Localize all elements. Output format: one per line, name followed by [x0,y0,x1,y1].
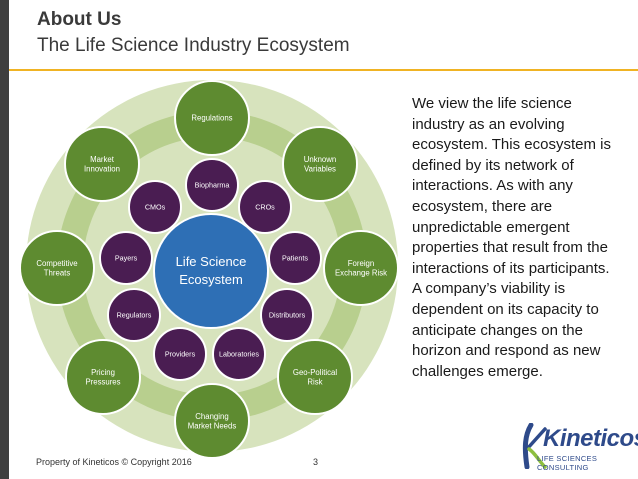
inner-node-patients: Patients [268,231,322,285]
inner-node-biopharma-circle [185,158,239,212]
outer-nodes: RegulationsUnknownVariablesForeignExchan… [19,80,399,459]
kineticos-logo: Kineticos LIFE SCIENCES CONSULTING [515,423,638,472]
outer-node-unknown-variables-label: Unknown [304,155,337,164]
outer-node-changing-market-needs-circle [174,383,250,459]
outer-node-regulations-label: Regulations [191,114,232,123]
page-subtitle: The Life Science Industry Ecosystem [37,35,350,56]
outer-node-pricing-pressures-circle [65,339,141,415]
outer-node-market-innovation-label: Innovation [84,165,120,174]
inner-node-payers-circle [99,231,153,285]
outer-node-competitive-threats-label: Competitive [36,259,77,268]
logo-tagline: LIFE SCIENCES CONSULTING [537,454,598,472]
center-node-label: Life Science [176,254,247,269]
outer-node-pricing-pressures-label: Pressures [85,378,120,387]
page-number: 3 [313,457,319,467]
inner-node-regulators-circle [107,288,161,342]
inner-node-providers-circle [153,327,207,381]
logo-mark-icon [522,423,547,469]
inner-node-cros-circle [238,180,292,234]
inner-node-cmos: CMOs [128,180,182,234]
outer-node-changing-market-needs-label: Changing [195,412,228,421]
inner-node-regulators-label: Regulators [117,311,152,320]
outer-node-competitive-threats-label: Threats [44,269,71,278]
inner-node-payers: Payers [99,231,153,285]
outer-node-unknown-variables-circle [282,126,358,202]
description-text: We view the life science industry as an … [412,95,611,380]
outer-node-foreign-exchange-risk-circle [323,230,399,306]
outer-node-foreign-exchange-risk-label: Foreign [348,259,374,268]
inner-node-distributors-label: Distributors [269,311,306,320]
inner-node-distributors-circle [260,288,314,342]
logo-wordmark: Kineticos [543,425,638,452]
title-divider [9,69,638,71]
center-node-circle [153,213,269,329]
page-title: About Us [37,9,122,30]
outer-node-competitive-threats-circle [19,230,95,306]
outer-node-geo-political-risk-label: Geo-Political [293,368,337,377]
inner-node-cros: CROs [238,180,292,234]
outer-node-market-innovation-circle [64,126,140,202]
inner-node-regulators: Regulators [107,288,161,342]
center-node-label: Ecosystem [179,272,243,287]
inner-node-distributors: Distributors [260,288,314,342]
outer-node-unknown-variables-label: Variables [304,165,336,174]
outer-node-geo-political-risk-label: Risk [307,378,322,387]
inner-node-providers: Providers [153,327,207,381]
inner-node-cmos-label: CMOs [145,203,166,212]
inner-node-patients-label: Patients [282,254,308,263]
inner-node-biopharma-label: Biopharma [195,181,230,190]
outer-node-changing-market-needs-label: Market Needs [188,422,237,431]
outer-node-regulations: Regulations [174,80,250,156]
inner-node-patients-circle [268,231,322,285]
inner-node-providers-label: Providers [165,350,196,359]
footer-copyright: Property of Kineticos © Copyright 2016 [36,457,192,467]
inner-nodes: BiopharmaCROsPatientsDistributorsLaborat… [99,158,322,381]
inner-node-payers-label: Payers [115,254,138,263]
outer-node-foreign-exchange-risk-label: Exchange Risk [335,269,387,278]
left-accent-bar [0,0,9,479]
inner-node-cros-label: CROs [255,203,275,212]
outer-node-pricing-pressures-label: Pricing [91,368,115,377]
outer-node-market-innovation-label: Market [90,155,115,164]
inner-node-biopharma: Biopharma [185,158,239,212]
outer-node-geo-political-risk-circle [277,339,353,415]
outer-node-regulations-circle [174,80,250,156]
inner-node-laboratories-circle [212,327,266,381]
inner-node-laboratories-label: Laboratories [219,350,259,359]
inner-node-laboratories: Laboratories [212,327,266,381]
inner-node-cmos-circle [128,180,182,234]
